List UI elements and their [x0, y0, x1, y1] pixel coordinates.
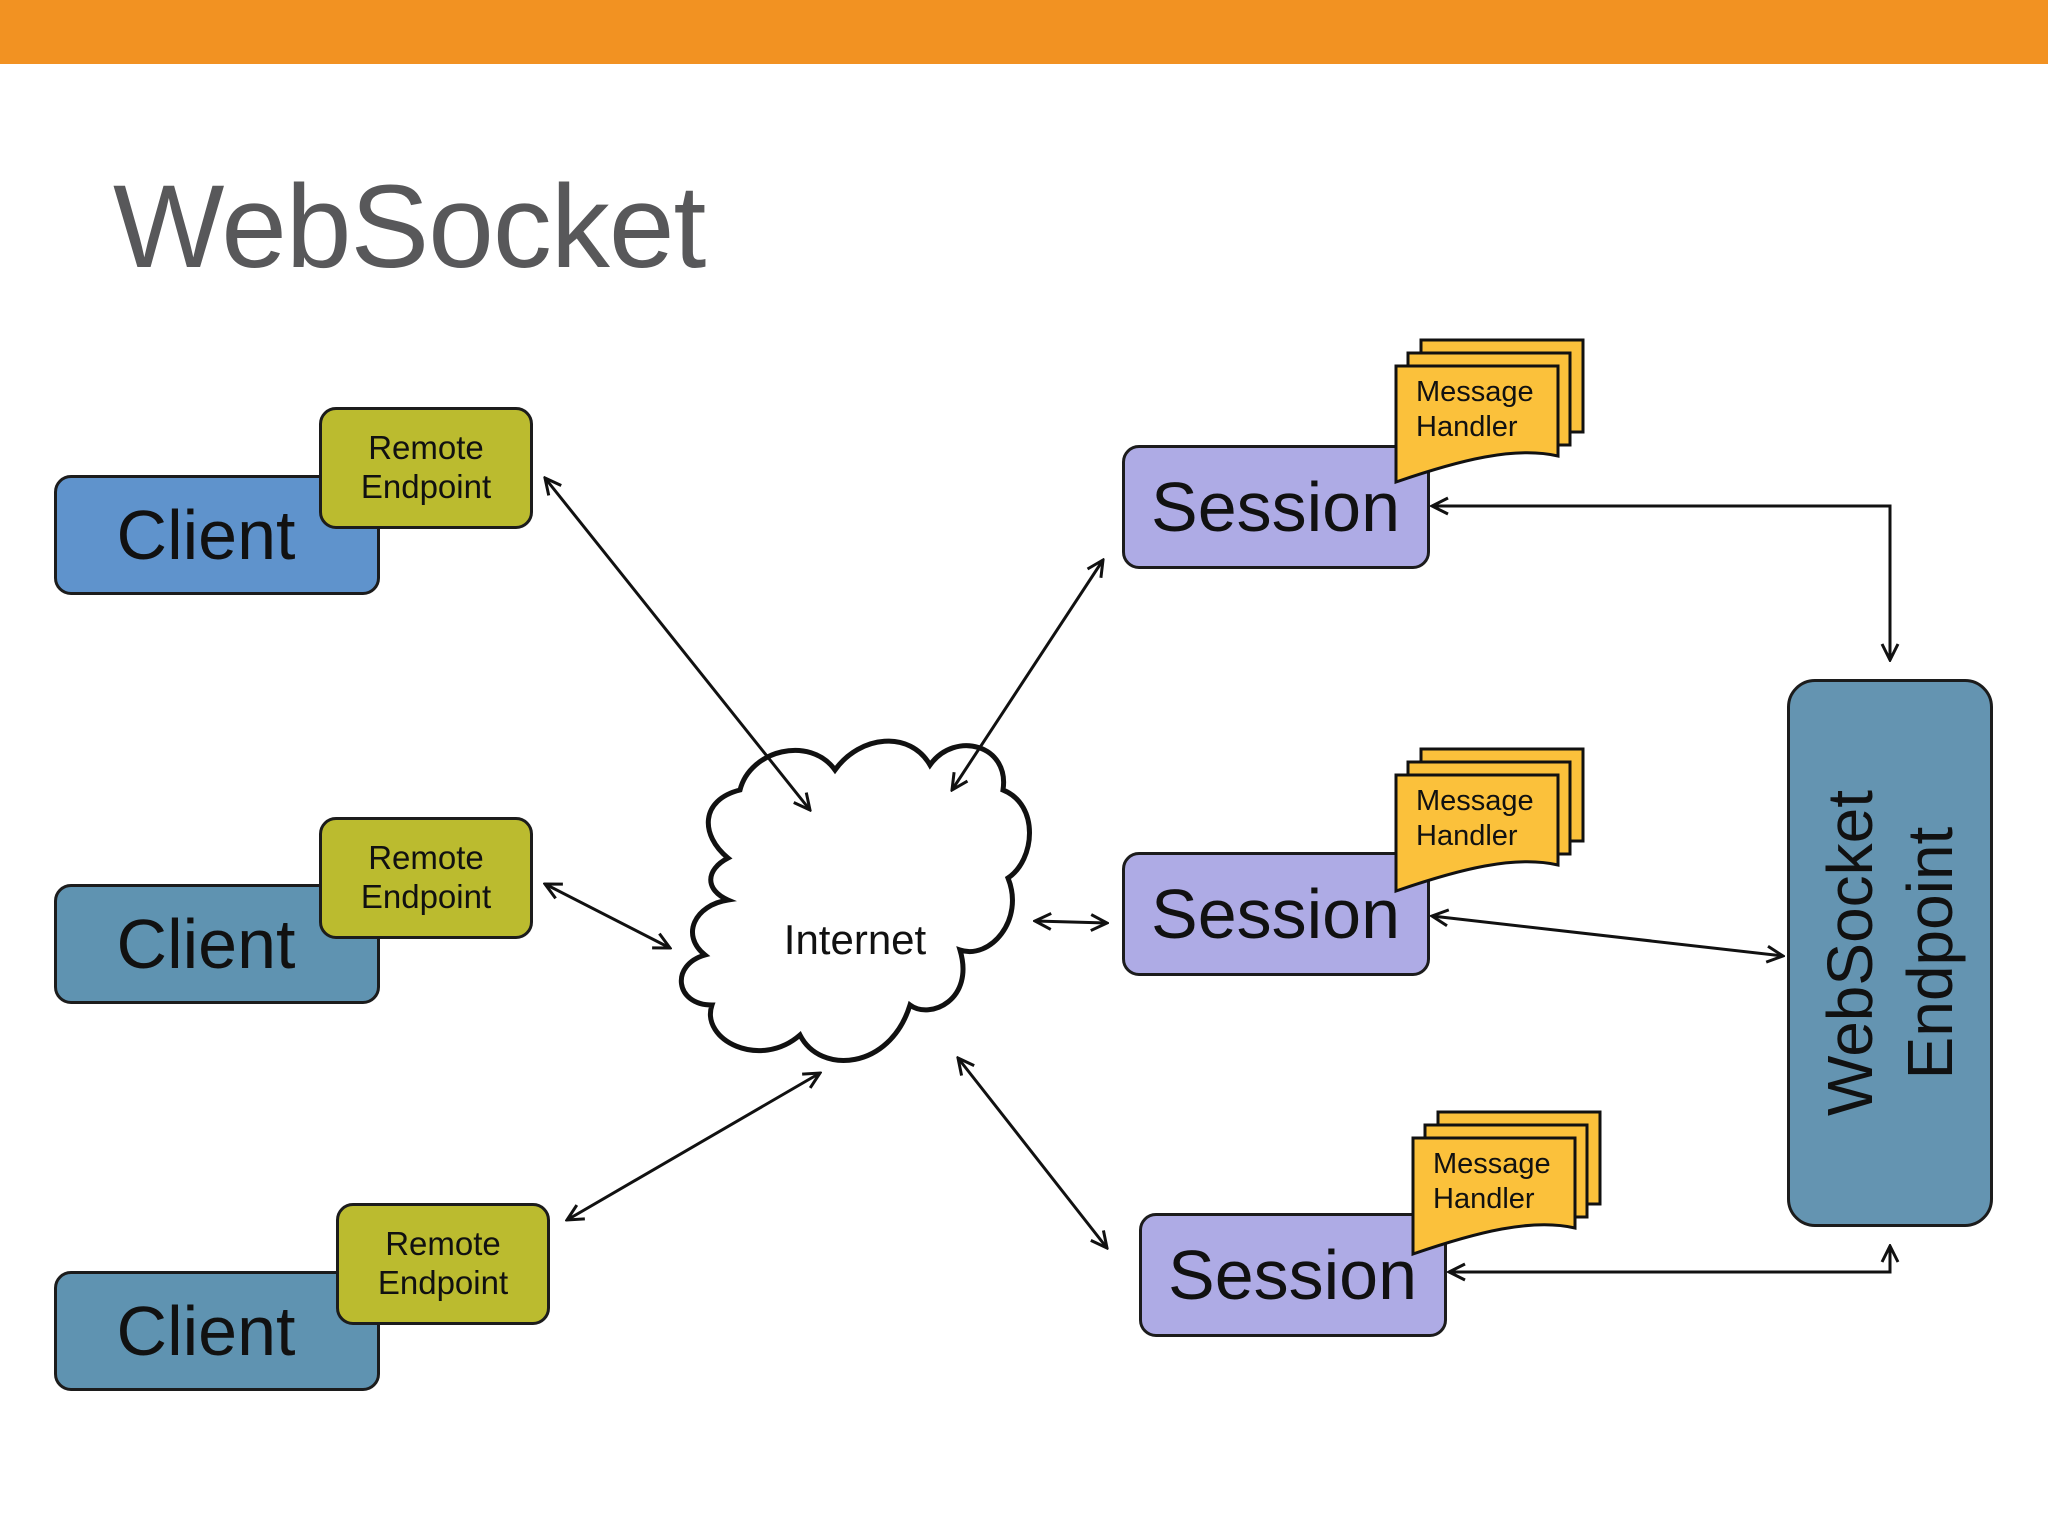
session-label: Session — [1168, 1236, 1418, 1314]
session-label: Session — [1151, 875, 1401, 953]
remote-endpoint-line1: Remote — [368, 429, 484, 467]
remote-endpoint-line2: Endpoint — [360, 468, 492, 505]
remote-endpoint-line1: Remote — [385, 1225, 501, 1263]
message-handler-line2: Handler — [1433, 1183, 1535, 1216]
message-handler-stack-1 — [1394, 338, 1585, 485]
session-box-3: Session — [1139, 1213, 1447, 1337]
connectors — [545, 478, 1890, 1272]
client-label: Client — [116, 496, 296, 574]
remote-endpoint-3: Remote Endpoint — [336, 1203, 550, 1325]
client-box-3: Client — [54, 1271, 380, 1391]
message-handler-line1: Message — [1416, 376, 1534, 408]
arrow-client2-internet — [545, 884, 670, 948]
slide-title: WebSocket — [113, 161, 706, 293]
arrow-internet-session3 — [958, 1058, 1107, 1248]
arrow-internet-session2 — [1035, 921, 1107, 923]
arrow-session3-ws-endpoint — [1449, 1246, 1890, 1272]
client-box-1: Client — [54, 475, 380, 595]
client-label: Client — [116, 905, 296, 983]
message-handler-line2: Handler — [1416, 411, 1518, 444]
message-handler-line1: Message — [1433, 1148, 1551, 1180]
message-handler-label-3: Message Handler — [1433, 1147, 1551, 1218]
remote-endpoint-1: Remote Endpoint — [319, 407, 533, 529]
message-handler-stack-2 — [1394, 747, 1585, 894]
message-handler-line1: Message — [1416, 785, 1534, 817]
arrow-client3-internet — [567, 1073, 820, 1220]
message-handler-label-2: Message Handler — [1416, 784, 1534, 855]
arrow-session1-ws-endpoint — [1432, 506, 1890, 660]
session-box-2: Session — [1122, 852, 1430, 976]
client-label: Client — [116, 1292, 296, 1370]
arrow-client1-internet — [545, 478, 810, 810]
internet-label: Internet — [783, 916, 927, 963]
client-box-2: Client — [54, 884, 380, 1004]
message-handler-stack-3 — [1411, 1110, 1602, 1257]
websocket-endpoint-box: WebSocket Endpoint — [1787, 679, 1993, 1227]
session-label: Session — [1151, 468, 1401, 546]
session-box-1: Session — [1122, 445, 1430, 569]
remote-endpoint-2: Remote Endpoint — [319, 817, 533, 939]
message-handler-label-1: Message Handler — [1416, 375, 1534, 446]
top-accent-bar — [0, 0, 2048, 64]
remote-endpoint-line1: Remote — [368, 839, 484, 877]
arrow-internet-session1 — [952, 560, 1103, 790]
remote-endpoint-line2: Endpoint — [360, 878, 492, 915]
arrow-session2-ws-endpoint — [1432, 916, 1783, 956]
message-handler-line2: Handler — [1416, 820, 1518, 853]
internet-cloud-icon — [678, 738, 1032, 1063]
remote-endpoint-line2: Endpoint — [377, 1264, 509, 1301]
